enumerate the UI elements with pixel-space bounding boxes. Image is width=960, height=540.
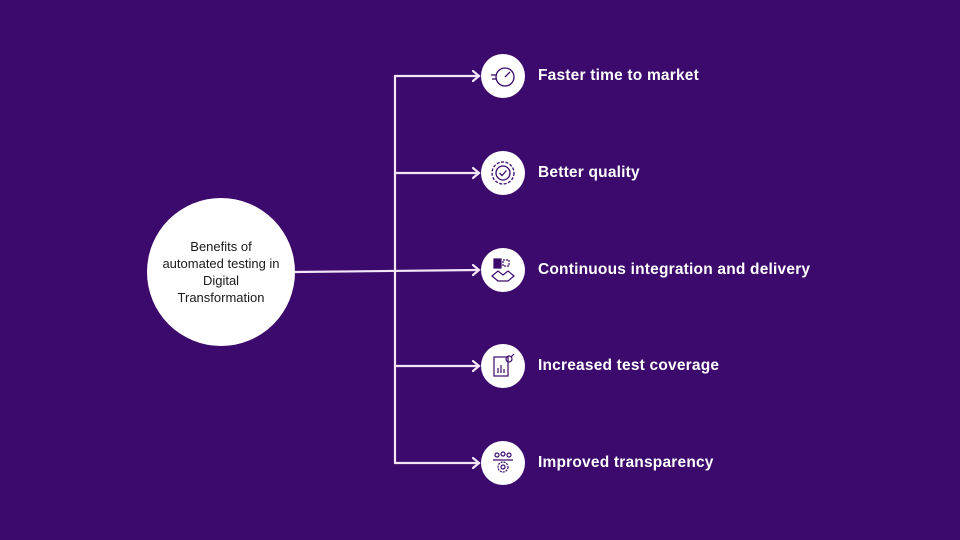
central-topic-title: Benefits of automated testing in Digital… [162,239,280,305]
report-chart-icon [481,344,525,388]
branch-arrow [393,456,481,470]
branch-arrow [393,69,481,83]
puzzle-handshake-icon [481,248,525,292]
benefit-label: Better quality [538,164,640,181]
benefit-label: Continuous integration and delivery [538,261,811,278]
team-gear-icon [481,441,525,485]
benefit-label: Faster time to market [538,67,699,84]
speedometer-icon [481,54,525,98]
central-topic-circle: Benefits of automated testing in Digital… [147,198,295,346]
benefit-label: Increased test coverage [538,357,720,374]
benefit-label: Improved transparency [538,454,714,471]
branch-arrow [471,263,481,277]
branch-arrow [393,166,481,180]
quality-badge-icon [481,151,525,195]
branch-arrow [393,359,481,373]
hub-connector [293,268,480,274]
